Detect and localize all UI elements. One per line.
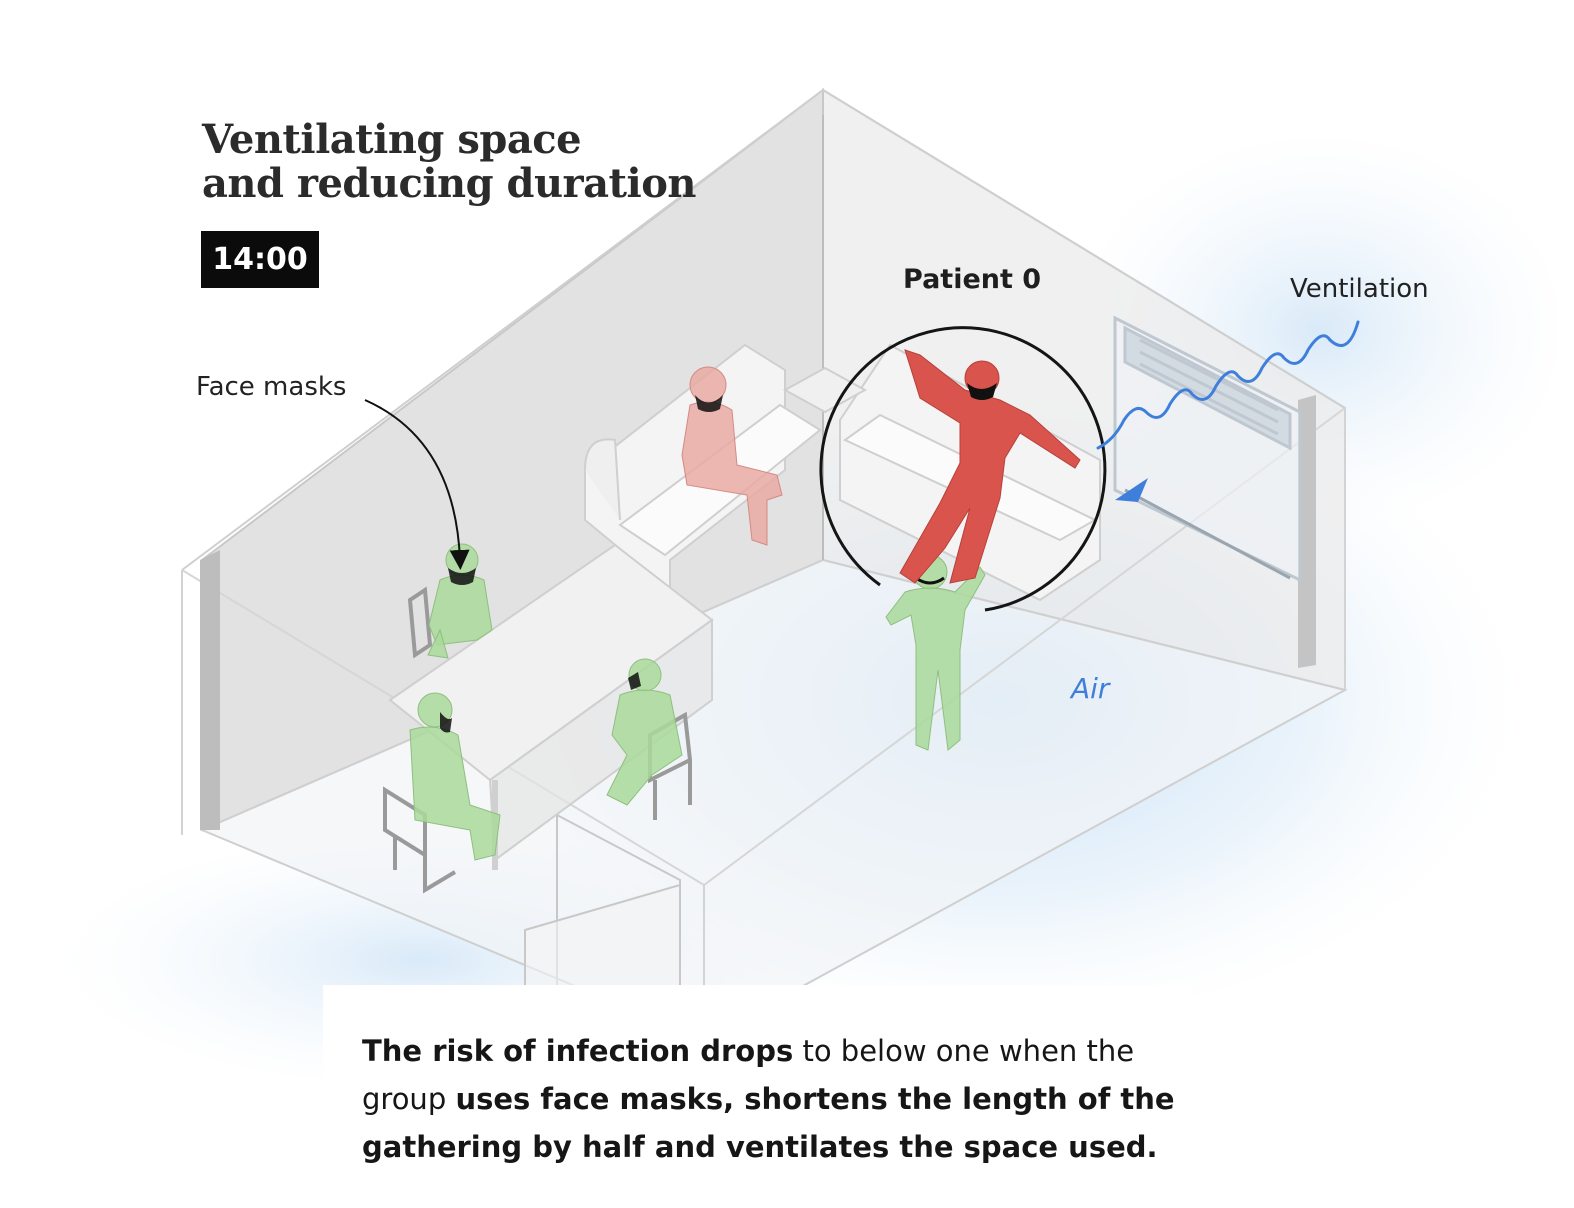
face-masks-pointer <box>364 399 470 570</box>
face-masks-label: Face masks <box>196 372 347 402</box>
person-masked-2 <box>409 692 501 861</box>
person-light-red <box>681 366 783 546</box>
patient-zero <box>899 349 1081 584</box>
caption-bold-1: The risk of infection drops <box>362 1034 794 1068</box>
caption-text-1: to below one when the group <box>362 1034 1135 1116</box>
caption-bold-2: uses face masks, shortens the length of … <box>362 1082 1175 1164</box>
title-line-1: Ventilating space <box>202 116 582 163</box>
diagram-title: Ventilating space and reducing duration <box>202 118 696 206</box>
ventilation-wave-icon <box>1096 320 1360 502</box>
side-table <box>782 366 868 414</box>
ventilation-label: Ventilation <box>1290 274 1429 304</box>
window <box>1113 315 1302 583</box>
time-badge: 14:00 <box>201 231 319 288</box>
patient-zero-label: Patient 0 <box>903 264 1042 295</box>
patient-zero-ring <box>819 326 1107 612</box>
person-masked-3 <box>606 658 683 806</box>
person-masked-4 <box>885 554 986 751</box>
masked-people <box>409 543 986 861</box>
air-label: Air <box>1071 672 1110 705</box>
caption-box: The risk of infection drops to below one… <box>323 985 1193 1208</box>
title-line-2: and reducing duration <box>202 160 696 207</box>
